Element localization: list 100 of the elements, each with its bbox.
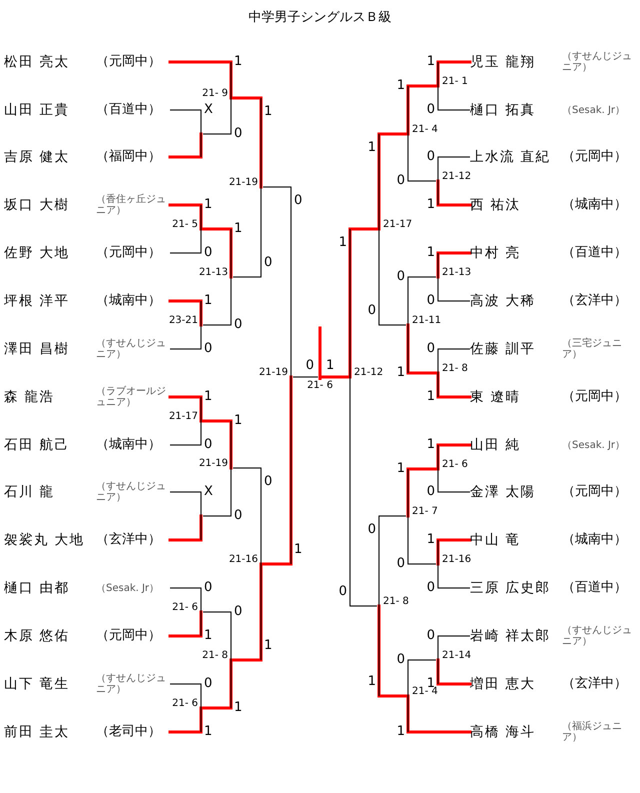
result-mark: 1 [204,197,212,213]
player-name: 松田 亮太 [4,53,70,71]
result-mark: X [204,484,213,500]
player-name: 岩崎 祥太郎 [470,627,552,645]
bracket-line [292,376,318,378]
score-label: 21- 6 [172,698,198,710]
team-name: （元岡中） [562,150,628,164]
team-name: （すせんじジュニア） [96,338,167,360]
player-name: 西 祐汰 [470,196,522,214]
bracket-bar [406,469,410,564]
player-name: 森 龍浩 [4,388,56,406]
player-name: 金澤 太陽 [470,483,536,501]
bracket-line [436,444,472,470]
bracket-bar [436,349,440,397]
player-name: 木原 悠佑 [4,627,70,645]
result-mark: 1 [368,140,376,156]
score-label: 21- 6 [442,459,468,471]
score-label: 21-13 [198,267,228,279]
result-mark: 1 [234,221,242,237]
team-name: （玄洋中） [562,676,628,692]
bracket-line [378,132,408,230]
result-mark: 0 [426,484,435,500]
bracket-line [168,204,202,230]
bracket-line [436,180,472,206]
bracket-line [232,562,262,662]
bracket-bar [436,540,440,588]
bracket-line [436,252,472,278]
result-mark: 1 [426,54,435,70]
team-name: （三宅ジュニア） [562,338,623,360]
result-mark: 1 [426,389,435,405]
score-label: 21-19 [198,458,228,470]
bracket-line [318,326,322,376]
bracket-line [436,538,472,566]
result-mark: 0 [426,149,435,165]
bracket-line [168,706,202,734]
bracket-bar [318,374,322,380]
result-mark: 1 [426,532,435,548]
result-mark: 0 [234,317,242,333]
score-label: 21- 8 [442,363,468,375]
result-mark: 1 [326,358,334,374]
bracket-bar [199,301,203,349]
team-name: （元岡中） [96,54,162,70]
score-label: 21-17 [383,219,412,231]
team-name: （元岡中） [96,246,162,260]
score-label: 21- 4 [412,686,438,698]
result-mark: 0 [368,522,376,538]
bracket-bar [199,397,203,445]
player-name: 佐藤 訓平 [470,340,536,358]
result-mark: 0 [294,193,302,209]
result-mark: 1 [338,235,347,251]
bracket-line [406,468,438,518]
result-mark: 0 [426,341,435,357]
bracket-bar [199,492,203,540]
bracket-bar [406,277,410,373]
score-label: 21- 6 [306,380,334,392]
player-name: 高波 大稀 [470,292,536,310]
team-name: （Sesak. Jr） [562,440,626,450]
team-name: （玄洋中） [562,294,628,308]
bracket-line [348,228,378,378]
bracket-line [262,376,292,566]
score-label: 21-19 [258,367,288,379]
result-mark: 1 [234,413,242,429]
player-name: 高橋 海斗 [470,723,536,741]
score-label: 21-16 [228,554,258,566]
result-mark: 1 [264,638,272,654]
player-name: 坪根 洋平 [4,292,70,310]
player-name: 上水流 直紀 [470,148,552,166]
bracket-bar [229,62,233,134]
bracket-bar [436,62,440,110]
player-name: 山下 竜生 [4,675,70,693]
bracket-bar [199,684,203,732]
team-name: （Sesak. Jr） [562,104,626,116]
result-mark: X [204,102,213,118]
bracket-bar [259,468,263,660]
result-mark: 0 [396,173,405,189]
bracket-bar [289,187,293,564]
bracket-bar [348,229,352,606]
bracket-line [202,420,232,470]
score-label: 21-12 [354,367,384,379]
result-mark: 0 [204,341,212,357]
team-name: （ラブオールジュニア） [96,386,167,408]
result-mark: 1 [426,197,435,213]
player-name: 中村 亮 [470,244,522,262]
score-label: 21- 8 [202,650,228,662]
result-mark: 1 [396,365,405,381]
result-mark: 0 [264,474,272,490]
bracket-line [320,376,350,378]
bracket-bar [436,157,440,205]
bracket-bar [229,229,233,325]
score-label: 21-17 [168,411,198,423]
team-name: （元岡中） [562,390,628,404]
score-label: 21-12 [442,171,472,183]
result-mark: 0 [426,102,435,118]
team-name: （百道中） [562,246,628,260]
score-label: 21-11 [412,315,442,327]
result-mark: 0 [426,628,435,644]
team-name: （すせんじジュニア） [96,481,167,503]
player-name: 児玉 龍翔 [470,53,536,71]
result-mark: 1 [204,724,212,740]
team-name: （香住ヶ丘ジュニア） [96,194,167,216]
